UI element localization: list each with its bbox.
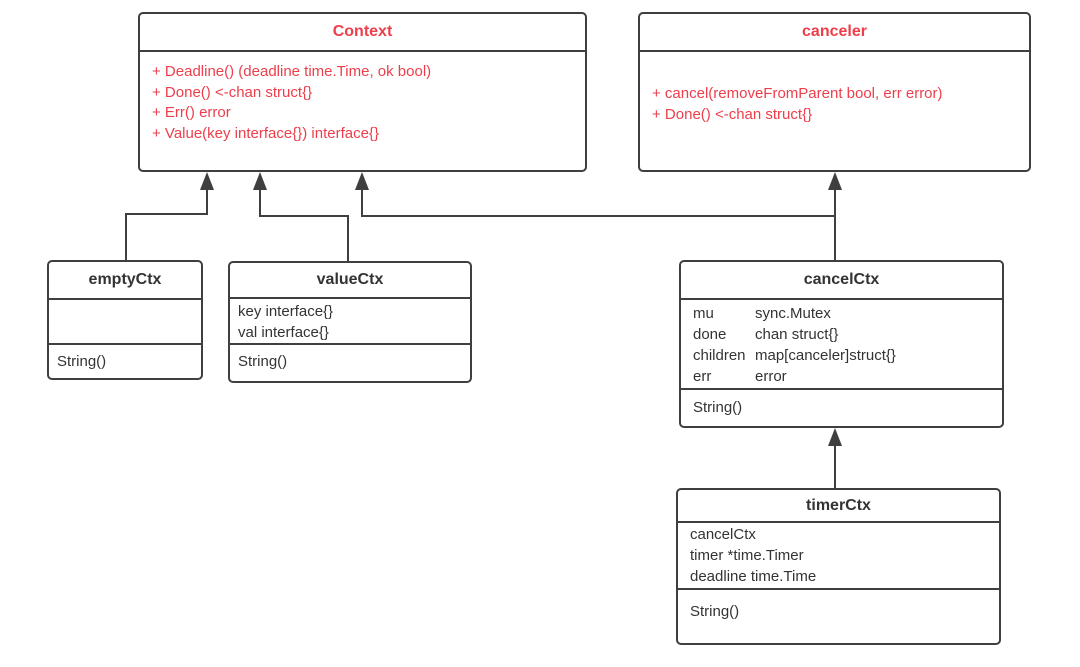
field-type: map[canceler]struct{} bbox=[755, 347, 896, 364]
field-type: chan struct{} bbox=[755, 326, 839, 343]
field-name: children bbox=[693, 347, 746, 364]
class-title: canceler bbox=[802, 23, 867, 40]
field: deadline time.Time bbox=[690, 568, 817, 585]
field: cancelCtx bbox=[690, 526, 756, 543]
arrowhead-icon bbox=[828, 428, 842, 446]
class-box-cancelctx: cancelCtx mu sync.Mutex done chan struct… bbox=[679, 260, 1004, 428]
method: String() bbox=[238, 353, 288, 370]
arrowhead-icon bbox=[828, 172, 842, 190]
class-methods: String() bbox=[230, 343, 470, 378]
method: + Err() error bbox=[152, 104, 231, 121]
field: err error bbox=[693, 366, 990, 387]
class-box-canceler: canceler + cancel(removeFromParent bool,… bbox=[638, 12, 1031, 172]
class-title: timerCtx bbox=[806, 496, 871, 514]
class-methods: String() bbox=[681, 388, 1002, 425]
field-type: error bbox=[755, 368, 787, 385]
field-name: done bbox=[693, 326, 727, 343]
arrow-emptyctx-to-context bbox=[125, 172, 214, 261]
class-fields: key interface{} val interface{} bbox=[230, 297, 470, 343]
field-name: err bbox=[693, 368, 712, 385]
method: String() bbox=[690, 603, 740, 620]
field: done chan struct{} bbox=[693, 324, 990, 345]
field: mu sync.Mutex bbox=[693, 303, 990, 324]
class-box-valuectx: valueCtx key interface{} val interface{}… bbox=[228, 261, 472, 383]
class-methods: + Deadline() (deadline time.Time, ok boo… bbox=[140, 50, 585, 154]
class-box-context: Context + Deadline() (deadline time.Time… bbox=[138, 12, 587, 172]
method: + Done() <-chan struct{} bbox=[152, 83, 313, 101]
field: children map[canceler]struct{} bbox=[693, 345, 990, 366]
class-fields: mu sync.Mutex done chan struct{} childre… bbox=[681, 298, 1002, 388]
class-title: valueCtx bbox=[316, 271, 384, 288]
field: timer *time.Timer bbox=[690, 547, 804, 564]
class-methods: String() bbox=[678, 588, 999, 633]
method: String() bbox=[693, 399, 743, 416]
class-methods: String() bbox=[49, 343, 201, 378]
field-name: mu bbox=[693, 305, 714, 322]
method: String() bbox=[57, 353, 107, 370]
field-type: sync.Mutex bbox=[755, 305, 831, 322]
arrowhead-icon bbox=[253, 172, 267, 190]
arrow-cancelctx-to-canceler bbox=[828, 172, 842, 261]
class-title: cancelCtx bbox=[803, 271, 880, 288]
class-box-timerctx: timerCtx cancelCtx timer *time.Timer dea… bbox=[676, 488, 1001, 645]
arrowhead-icon bbox=[355, 172, 369, 190]
arrow-timerctx-to-cancelctx bbox=[828, 428, 842, 489]
class-methods: + cancel(removeFromParent bool, err erro… bbox=[640, 50, 1029, 125]
method: + cancel(removeFromParent bool, err erro… bbox=[652, 85, 943, 102]
class-box-emptyctx: emptyCtx String() bbox=[47, 260, 203, 380]
method: + Deadline() (deadline time.Time, ok boo… bbox=[152, 63, 432, 80]
field: key interface{} bbox=[238, 303, 334, 320]
field: val interface{} bbox=[238, 324, 329, 341]
class-title: Context bbox=[332, 23, 393, 40]
arrow-valuectx-to-context bbox=[253, 172, 349, 262]
arrowhead-icon bbox=[200, 172, 214, 190]
class-title: emptyCtx bbox=[88, 271, 162, 288]
arrow-cancelctx-to-context bbox=[355, 172, 835, 217]
class-fields: cancelCtx timer *time.Timer deadline tim… bbox=[678, 521, 999, 588]
method: + Value(key interface{}) interface{} bbox=[152, 124, 379, 142]
method: + Done() <-chan struct{} bbox=[652, 105, 813, 123]
class-fields bbox=[49, 298, 201, 343]
